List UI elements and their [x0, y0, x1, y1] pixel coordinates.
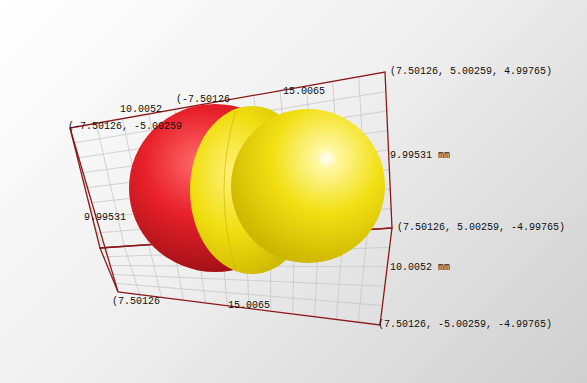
dimension-label: 15.0065	[283, 86, 325, 98]
dimension-label: (7.50126, -5.00259, -4.99765)	[378, 319, 552, 331]
grid-line	[358, 230, 368, 323]
dimension-label: 10.0052	[120, 104, 162, 116]
dimension-label: 9.99531	[84, 212, 126, 224]
yellow-sphere-right	[231, 109, 385, 263]
grid-line	[124, 246, 139, 294]
grid-line	[149, 245, 162, 298]
seam	[224, 110, 236, 272]
dimension-label: (7.50126, 5.00259, 4.99765)	[390, 66, 552, 78]
dimension-label: (7.50126	[112, 296, 160, 308]
grid-line	[111, 274, 385, 286]
grid-lines	[74, 77, 391, 323]
dimension-label: (7.50126, 5.00259, -4.99765)	[397, 222, 565, 234]
dimension-label: 9.99531 mm	[390, 150, 450, 162]
dimension-label: 10.0052 mm	[390, 262, 450, 274]
dimension-label: (-7.50126	[176, 94, 230, 106]
box-frame	[70, 72, 392, 325]
dimension-label: 15.0065	[228, 300, 270, 312]
dimension-label: (-7.50126, -5.00259	[68, 121, 182, 133]
